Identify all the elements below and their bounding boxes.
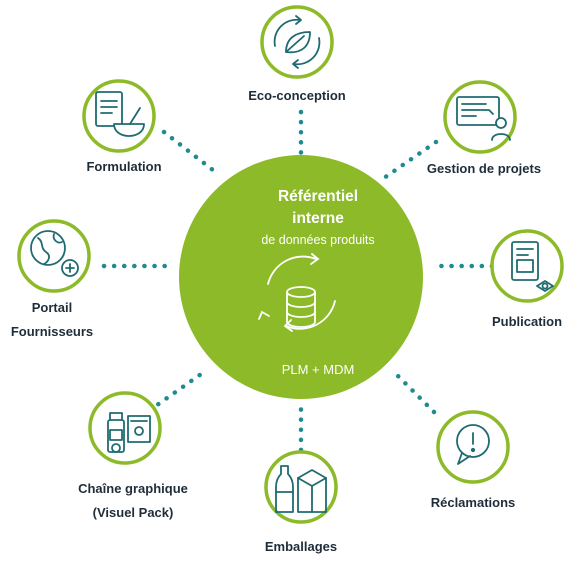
label-portail: Portail Fournisseurs (2, 296, 102, 344)
center-footer: PLM + MDM (281, 362, 355, 377)
recipe-bowl-icon (95, 91, 145, 137)
label-gestion: Gestion de projets (426, 161, 542, 176)
connectors (101, 109, 495, 453)
globe-plus-icon (30, 230, 79, 277)
label-reclamations: Réclamations (430, 495, 516, 510)
center-title-line1: Référentiel (277, 188, 359, 205)
label-chaine: Chaîne graphique (Visuel Pack) (58, 477, 208, 525)
node-ring-gestion (443, 80, 517, 154)
label-formulation: Formulation (86, 159, 162, 174)
label-publication: Publication (491, 314, 563, 329)
center-title-line2: interne (292, 210, 344, 227)
label-eco: Eco-conception (248, 88, 346, 103)
label-emballages: Emballages (264, 539, 338, 554)
alert-message-icon (456, 424, 490, 465)
connector-formulation (161, 129, 221, 177)
node-ring-reclamations (436, 410, 510, 484)
center-title: Référentiel interne (188, 186, 448, 230)
node-ring-emballages (264, 450, 338, 524)
label-portail-line2: Fournisseurs (10, 324, 94, 339)
connector-chaine (147, 369, 207, 413)
packaging-icon (275, 465, 327, 513)
leaf-cycle-icon (273, 15, 321, 69)
label-chaine-line2: (Visuel Pack) (92, 505, 174, 520)
share-document-icon (511, 241, 554, 292)
visual-pack-icon (107, 412, 151, 453)
label-chaine-line1: Chaîne graphique (78, 481, 188, 496)
project-board-icon (456, 96, 511, 141)
connector-gestion (381, 139, 439, 181)
database-sync-icon (258, 253, 336, 332)
center-subtitle: de données produits (261, 233, 375, 247)
connector-reclamations (391, 369, 437, 415)
center-circle (179, 155, 423, 399)
label-portail-line1: Portail (31, 300, 73, 315)
